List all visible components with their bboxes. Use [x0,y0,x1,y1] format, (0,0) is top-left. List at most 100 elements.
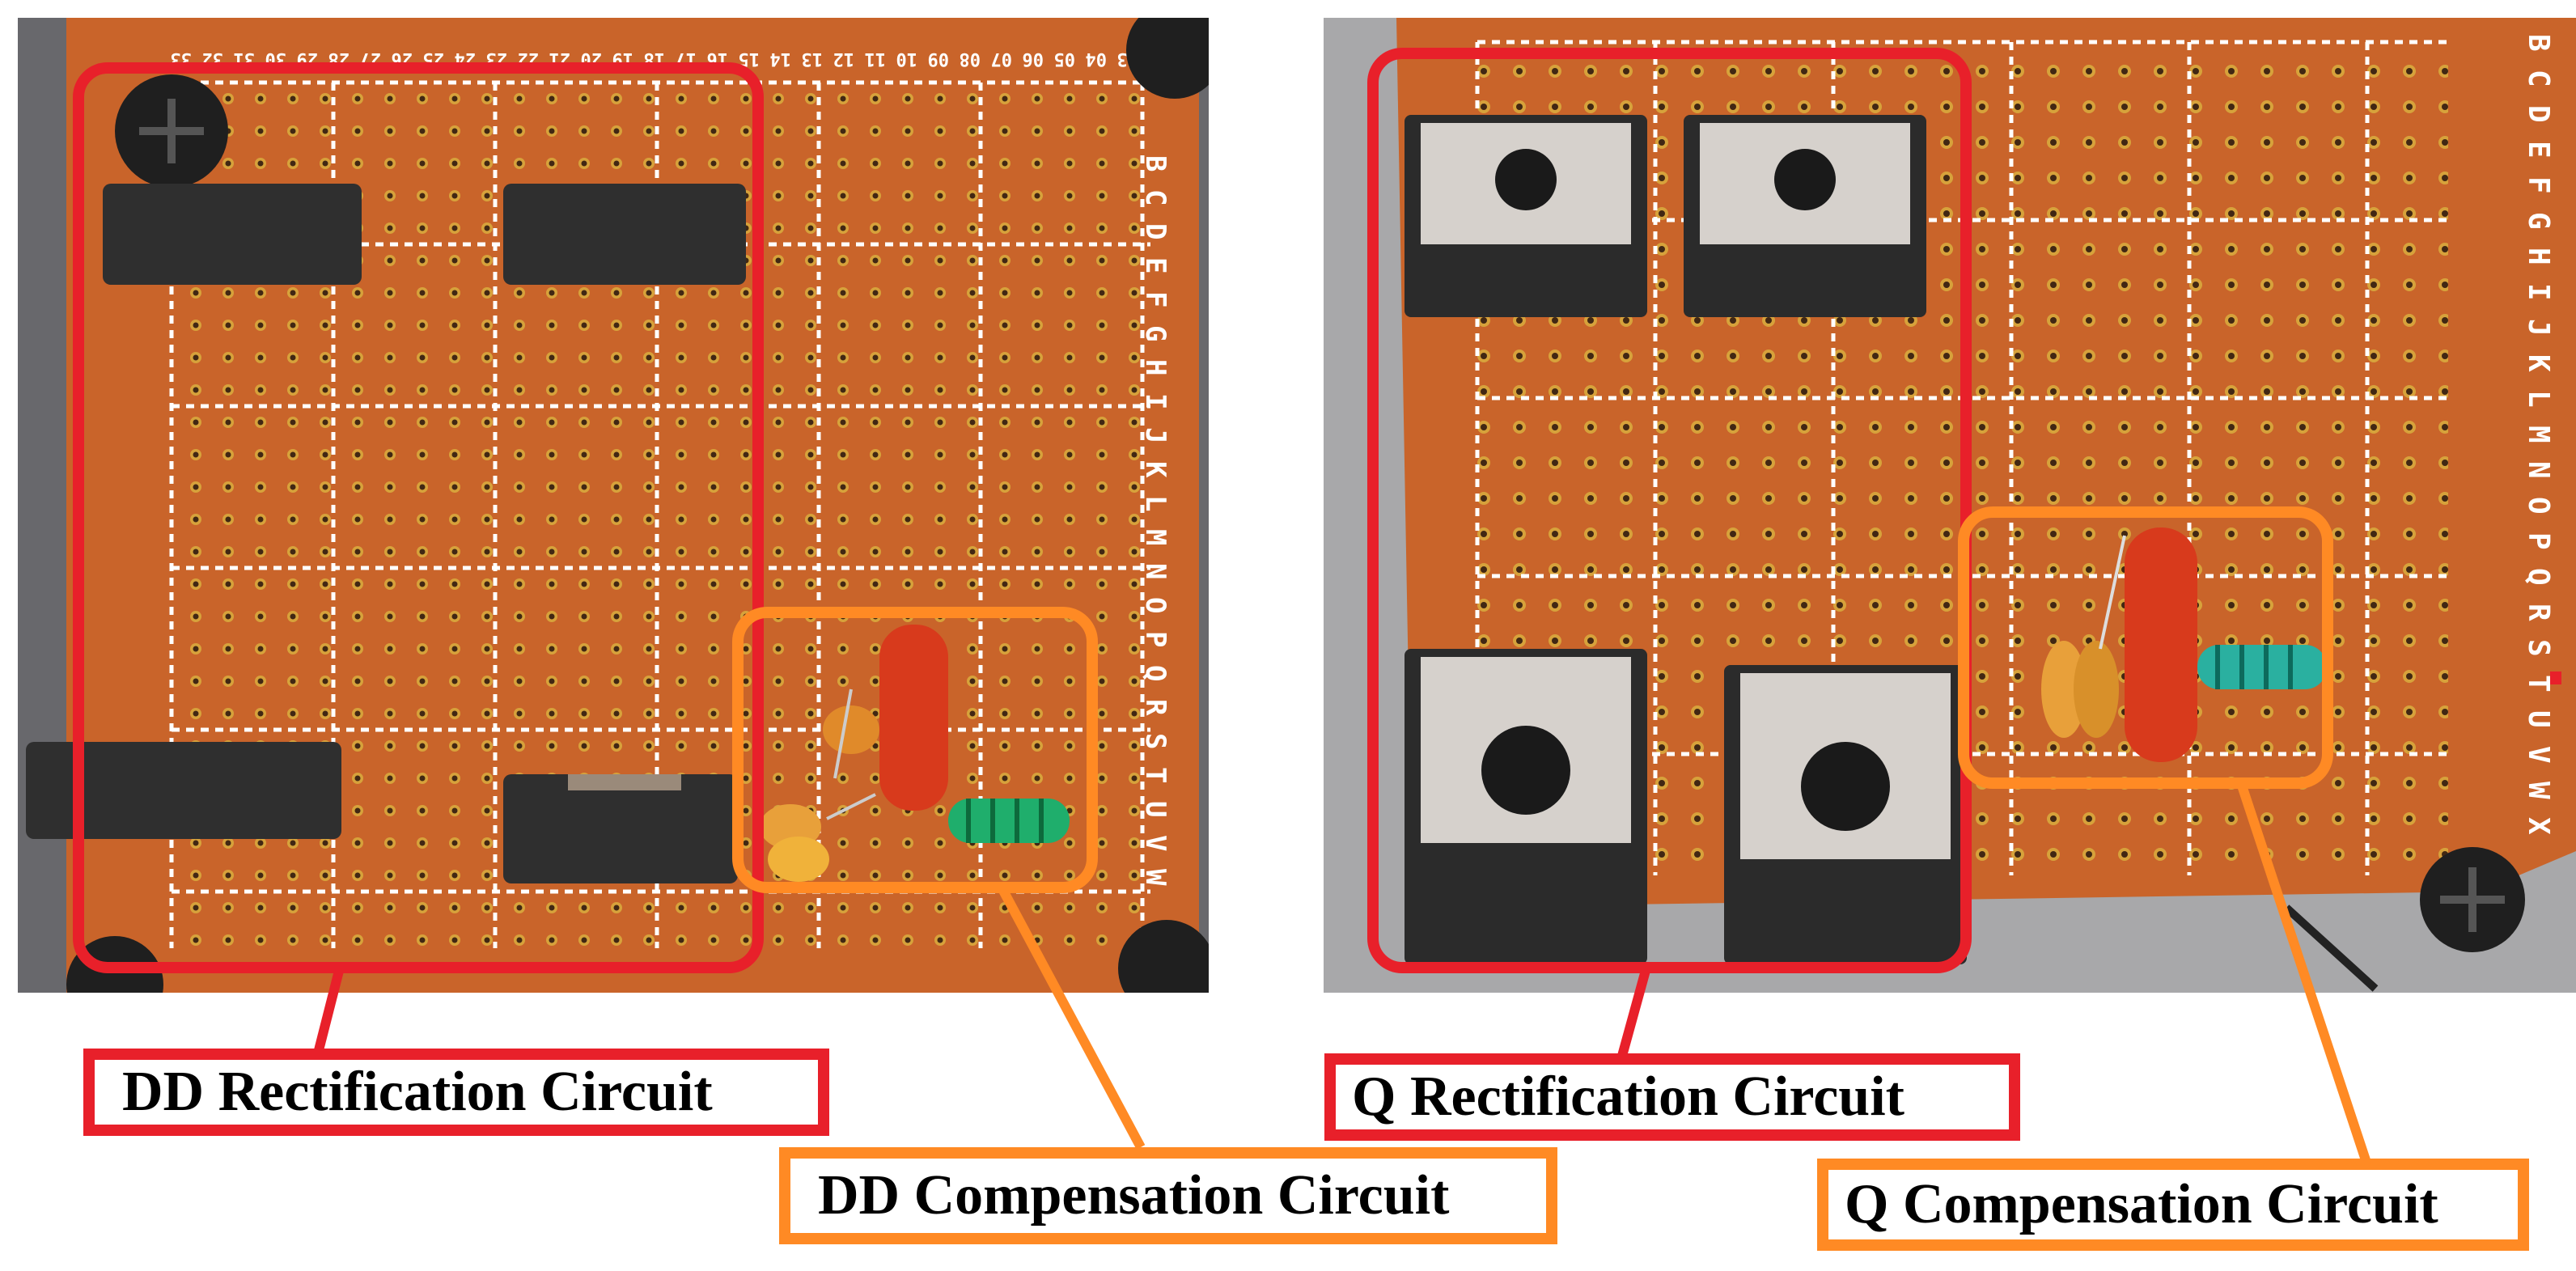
row-letter: G [1139,325,1171,341]
column-number: 10 [896,49,918,69]
row-letter: K [2522,354,2555,372]
row-letter: X [2522,817,2555,835]
column-number: 20 [581,49,603,69]
q-compensation-label: Q Compensation Circuit [1817,1159,2529,1251]
column-number: 22 [518,49,540,69]
dd-compensation-text: DD Compensation Circuit [818,1164,1450,1227]
dd-rectification-text: DD Rectification Circuit [122,1061,713,1123]
row-letter: S [2522,639,2555,657]
row-letter: K [1139,461,1171,478]
column-number: 11 [865,49,887,69]
row-letter: R [1139,699,1171,716]
row-letter: V [1139,835,1171,851]
diode-package [103,184,362,285]
mosfet-package [1405,115,1647,317]
row-letter: I [2522,283,2555,301]
row-letter: L [1139,495,1171,511]
column-number: 32 [202,49,224,69]
column-number: 16 [707,49,729,69]
row-letter: N [2522,461,2555,479]
column-number: 18 [644,49,666,69]
column-number: 25 [423,49,445,69]
column-number: 05 [1054,49,1076,69]
row-letter: J [2522,319,2555,337]
row-letter: B [2522,34,2555,52]
row-letter: R [2522,604,2555,621]
row-letter: G [2522,212,2555,230]
diode-package [503,184,746,285]
film-capacitor [879,625,948,811]
column-number: 17 [676,49,697,69]
row-letter: T [1139,767,1171,783]
row-letter: M [1139,529,1171,545]
row-letter: E [2522,141,2555,159]
left-row-letters: B C D E F G H I J K L M N O P Q R S T U V W [1139,155,1171,886]
column-number: 15 [739,49,761,69]
row-letter: V [2522,746,2555,764]
diode-package [503,774,738,883]
row-letter: L [2522,390,2555,408]
column-number: 26 [392,49,413,69]
row-letter: P [1139,631,1171,647]
column-number: 31 [234,49,256,69]
ceramic-capacitor [823,705,879,754]
row-letter: H [1139,359,1171,375]
column-number: 14 [770,49,792,69]
row-letter: O [1139,597,1171,613]
row-letter: J [1139,427,1171,443]
row-letter: D [2522,105,2555,123]
column-number: 13 [802,49,824,69]
row-letter: D [1139,223,1171,239]
column-number: 12 [833,49,855,69]
row-letter: F [1139,291,1171,307]
left-pcb-illustration: 33 32 31 30 29 28 27 26 25 24 23 22 21 20 19 18 17 16 15 14… [18,18,1209,993]
row-letter: W [2522,782,2555,799]
row-letter: M [2522,426,2555,443]
row-letter: P [2522,532,2555,550]
column-number: 29 [297,49,319,69]
column-number: 27 [360,49,382,69]
column-number: 08 [960,49,981,69]
row-letter: Q [1139,665,1171,681]
dd-compensation-label: DD Compensation Circuit [779,1147,1557,1244]
row-letter: S [1139,733,1171,749]
left-board-photo: 33 32 31 30 29 28 27 26 25 24 23 22 21 20 19 18 17 16 15 14… [18,18,1209,993]
column-number: 21 [549,49,571,69]
row-letter: C [1139,189,1171,205]
ceramic-capacitor [768,837,829,882]
mosfet-package [1724,665,1967,964]
row-letter: H [2522,248,2555,265]
column-number: 04 [1086,49,1108,69]
column-number: 06 [1023,49,1044,69]
column-number: 33 [171,49,193,69]
screw-icon [1126,18,1209,99]
row-letter: W [1139,869,1171,886]
row-letter: U [1139,801,1171,817]
row-letter: E [1139,257,1171,273]
row-letter: C [2522,70,2555,87]
row-letter: N [1139,563,1171,579]
dd-rectification-label: DD Rectification Circuit [83,1049,829,1136]
row-letter: F [2522,176,2555,194]
row-letter: I [1139,393,1171,409]
column-number: 30 [265,49,287,69]
row-letter: B [1139,155,1171,172]
q-compensation-text: Q Compensation Circuit [1845,1173,2438,1235]
row-letter: O [2522,497,2555,515]
q-rectification-text: Q Rectification Circuit [1352,1066,1904,1128]
row-letter: Q [2522,568,2555,586]
column-number: 09 [928,49,950,69]
column-number: 07 [991,49,1013,69]
column-number: 23 [486,49,508,69]
q-rectification-label: Q Rectification Circuit [1324,1053,2020,1141]
column-number: 28 [328,49,350,69]
mosfet-package [1405,649,1647,964]
film-capacitor [2125,527,2197,762]
column-number: 19 [612,49,634,69]
diode-package [26,742,341,839]
column-number: 24 [455,49,477,69]
mosfet-package [1684,115,1926,317]
